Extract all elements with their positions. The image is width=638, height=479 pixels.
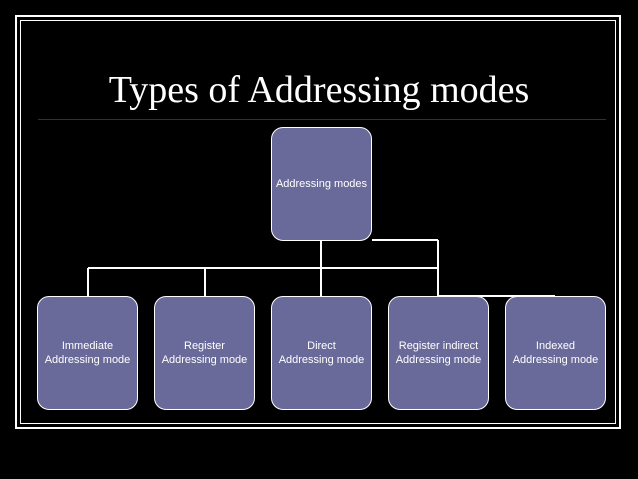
title-divider: [38, 119, 606, 120]
node-label: Direct Addressing mode: [278, 340, 365, 366]
node-register-addressing-mode: Register Addressing mode: [154, 296, 255, 410]
node-indexed-addressing-mode: Indexed Addressing mode: [505, 296, 606, 410]
slide-outer-border: [15, 15, 621, 429]
node-label: Indexed Addressing mode: [512, 340, 599, 366]
slide-inner-border: [20, 20, 616, 424]
root-node-addressing-modes: Addressing modes: [271, 127, 372, 241]
node-direct-addressing-mode: Direct Addressing mode: [271, 296, 372, 410]
slide-title: Types of Addressing modes: [108, 69, 530, 111]
node-label: Register Addressing mode: [161, 340, 248, 366]
root-node-label: Addressing modes: [275, 178, 368, 190]
node-label: Immediate Addressing mode: [44, 340, 131, 366]
node-register-indirect-addressing-mode: Register indirect Addressing mode: [388, 296, 489, 410]
node-immediate-addressing-mode: Immediate Addressing mode: [37, 296, 138, 410]
node-label: Register indirect Addressing mode: [395, 340, 482, 366]
